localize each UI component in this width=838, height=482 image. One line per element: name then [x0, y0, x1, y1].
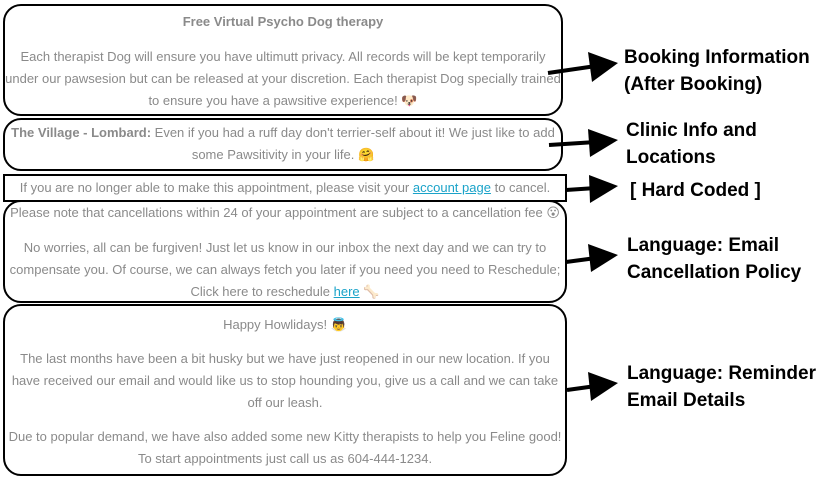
hardcoded-text-before: If you are no longer able to make this a…	[19, 180, 413, 195]
arrow-hardcoded	[565, 175, 618, 203]
label-clinic-line-2: Locations	[626, 147, 716, 168]
arrow-clinic	[548, 129, 618, 157]
account-page-link[interactable]: account page	[412, 180, 491, 195]
arrow-reminder	[566, 372, 618, 401]
booking-line-2: under our pawsesion but can be released …	[5, 71, 561, 86]
reminder-line-1: Happy Howlidays! 👼	[223, 317, 347, 332]
arrow-cancellation	[565, 244, 618, 272]
hardcoded-text-after: to cancel.	[490, 180, 551, 195]
reminder-line-6: To start appointments just call us as 60…	[137, 451, 433, 466]
hardcoded-line: If you are no longer able to make this a…	[5, 177, 565, 199]
reminder-line-4: off our leash.	[247, 395, 323, 410]
reminder-line-5: Due to popular demand, we have also adde…	[8, 429, 562, 444]
booking-line-1: Each therapist Dog will ensure you have …	[20, 49, 546, 64]
reminder-line-3: have received our email and would like u…	[11, 373, 559, 388]
cancellation-line-4: Click here to reschedule here 🦴	[5, 281, 565, 303]
cancellation-line-1: Please note that cancellations within 24…	[10, 205, 560, 220]
clinic-line-2: some Pawsitivity in your life. 🤗	[191, 147, 375, 162]
label-cancellation: Language: Email Cancellation Policy	[627, 232, 801, 286]
label-cancellation-line-2: Cancellation Policy	[627, 262, 802, 283]
clinic-text-1: Even if you had a ruff day don't terrier…	[151, 125, 555, 140]
clinic-name: The Village - Lombard:	[11, 125, 152, 140]
label-clinic-line-1: Clinic Info and	[626, 120, 757, 141]
reschedule-text: Click here to reschedule	[190, 284, 334, 299]
reschedule-link[interactable]: here	[333, 284, 360, 299]
arrow-booking	[547, 52, 618, 82]
booking-line-3: to ensure you have a pawsitive experienc…	[148, 93, 418, 108]
cancellation-line-3: compensate you. Of course, we can always…	[9, 262, 561, 277]
label-hardcoded-line-1: [ Hard Coded ]	[630, 180, 761, 201]
label-clinic: Clinic Info and Locations	[626, 117, 757, 171]
clinic-line-1: The Village - Lombard: Even if you had a…	[5, 122, 561, 144]
label-reminder-line-2: Email Details	[627, 390, 746, 411]
cancellation-box: Please note that cancellations within 24…	[3, 200, 567, 303]
label-cancellation-line-1: Language: Email	[627, 235, 780, 256]
cancellation-line-2: No worries, all can be furgiven! Just le…	[23, 240, 547, 255]
label-booking-line-1: Booking Information	[624, 47, 810, 68]
label-booking-line-2: (After Booking)	[624, 74, 763, 95]
bone-emoji: 🦴	[359, 284, 380, 299]
label-reminder: Language: Reminder Email Details	[627, 360, 816, 414]
label-booking: Booking Information (After Booking)	[624, 44, 810, 98]
booking-title: Free Virtual Psycho Dog therapy	[182, 14, 384, 29]
reminder-line-2: The last months have been a bit husky bu…	[20, 351, 550, 366]
booking-info-box: Free Virtual Psycho Dog therapy Each the…	[3, 4, 563, 116]
label-reminder-line-1: Language: Reminder	[627, 363, 816, 384]
clinic-info-box: The Village - Lombard: Even if you had a…	[3, 118, 563, 171]
reminder-box: Happy Howlidays! 👼 The last months have …	[3, 304, 567, 476]
label-hardcoded: [ Hard Coded ]	[630, 177, 761, 204]
